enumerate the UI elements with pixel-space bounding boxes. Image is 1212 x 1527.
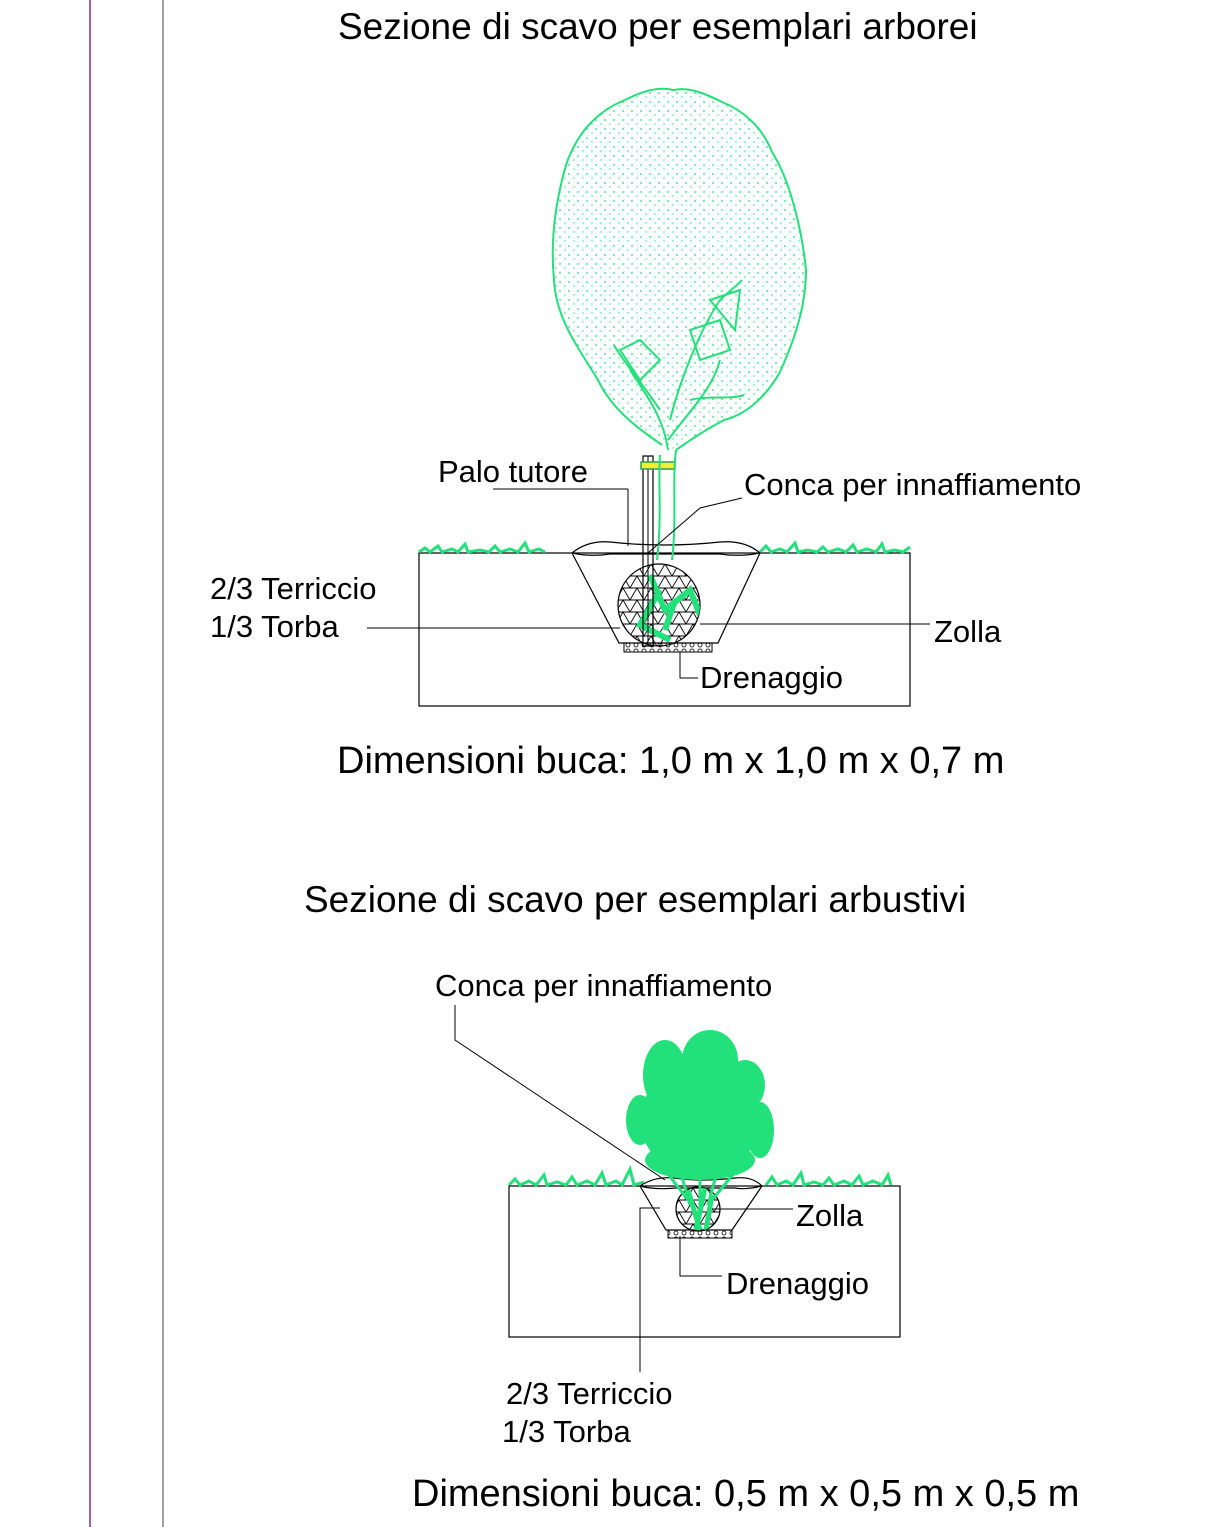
- shrub-foliage: [626, 1030, 774, 1180]
- tree-canopy: [551, 87, 808, 451]
- tree-drainage-label: Drenaggio: [700, 660, 844, 695]
- shrub-dimensions: Dimensioni buca: 0,5 m x 0,5 m x 0,5 m: [412, 1473, 1080, 1515]
- shrub-basin-label: Conca per innaffiamento: [435, 968, 773, 1003]
- shrub-rootball-label: Zolla: [796, 1198, 864, 1233]
- tree-basin: [570, 541, 762, 556]
- shrub-grass-right: [764, 1169, 893, 1187]
- shrub-section-title: Sezione di scavo per esemplari arbustivi: [304, 879, 967, 920]
- tree-section-drawing: [367, 87, 930, 707]
- tree-dimensions: Dimensioni buca: 1,0 m x 1,0 m x 0,7 m: [337, 740, 1005, 782]
- tree-soil-label-line1: 2/3 Terriccio: [210, 571, 377, 606]
- tree-rootball-label: Zolla: [934, 614, 1002, 649]
- tree-stake-label: Palo tutore: [438, 454, 588, 489]
- tree-section-title: Sezione di scavo per esemplari arborei: [338, 6, 978, 47]
- tree-soil-label-line2: 1/3 Torba: [210, 609, 339, 644]
- shrub-drainage-label: Drenaggio: [726, 1266, 870, 1301]
- shrub-soil-label-line1: 2/3 Terriccio: [506, 1376, 673, 1411]
- shrub-soil-box: [508, 1185, 901, 1338]
- shrub-section-drawing: [454, 1005, 901, 1372]
- shrub-grass-left: [507, 1164, 645, 1188]
- tree-grass-right: [758, 540, 911, 554]
- tree-basin-label: Conca per innaffiamento: [744, 467, 1082, 502]
- tree-grass-left: [418, 540, 546, 554]
- tree-branches: [613, 279, 745, 451]
- shrub-soil-label-line2: 1/3 Torba: [502, 1414, 631, 1449]
- tree-soil-box: [418, 552, 911, 707]
- tree-stake-tie: [640, 461, 676, 470]
- tree-trunk: [656, 449, 677, 561]
